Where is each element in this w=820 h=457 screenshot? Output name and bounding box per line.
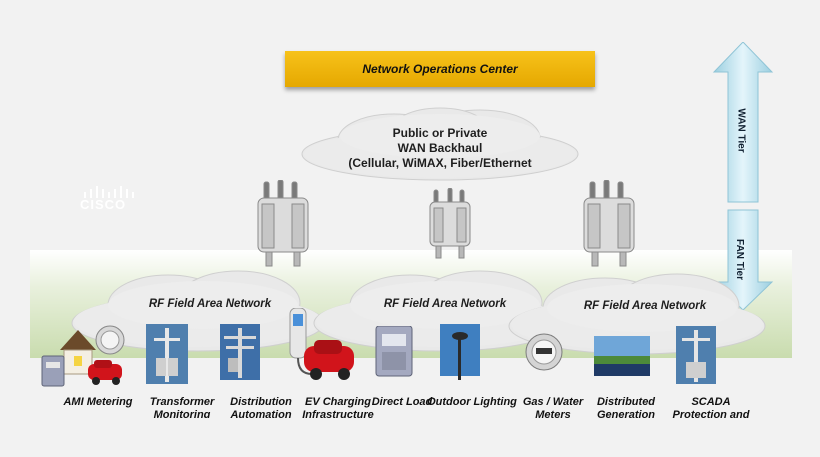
noc-label: Network Operations Center — [362, 62, 518, 76]
ami-metering-icon — [41, 325, 125, 387]
cisco-logo-text: CISCO — [80, 197, 127, 212]
wan-cloud-text: Public or Private WAN Backhaul (Cellular… — [330, 126, 550, 171]
device-label-direct-load: Direct Load — [371, 396, 433, 408]
direct-load-icon — [375, 326, 413, 377]
tier-double-arrow-icon — [712, 42, 774, 311]
ev-charging-icon — [289, 308, 354, 380]
scada-protection-icon — [676, 326, 716, 384]
fan-cloud-label-2: RF Field Area Network — [383, 298, 507, 310]
transformer-monitoring-icon — [146, 324, 188, 384]
router-icon — [583, 180, 635, 267]
router-icon — [429, 188, 471, 259]
wan-cloud-line-1: Public or Private — [392, 126, 488, 140]
fan-cloud-label-1: RF Field Area Network — [148, 298, 272, 310]
fan-cloud-label-3: RF Field Area Network — [583, 300, 707, 312]
device-label-distributed-generation: Distributed Generation — [596, 396, 656, 418]
device-label-gas-water-meters: Gas / Water Meters — [522, 396, 584, 418]
device-label-ev-charging: EV Charging Infrastructure — [302, 396, 374, 418]
wan-cloud-line-2: WAN Backhaul — [397, 141, 483, 155]
device-label-distribution-automation: Distribution Automation — [230, 396, 292, 418]
rf-field-area-network-cloud — [313, 270, 567, 352]
cisco-logo-bars — [84, 186, 134, 198]
wan-tier-label: WAN Tier — [735, 108, 747, 153]
device-label-scada-protection: SCADA Protection and — [672, 396, 750, 418]
distributed-generation-icon — [594, 336, 650, 376]
outdoor-lighting-icon — [440, 324, 480, 380]
wan-backhaul-cloud — [301, 107, 579, 181]
gas-water-meter-icon — [525, 333, 563, 371]
router-icon — [257, 180, 309, 267]
distribution-automation-icon — [220, 324, 260, 380]
network-operations-center-bar: Network Operations Center — [285, 51, 595, 87]
device-label-transformer-monitoring: Transformer Monitoring — [149, 396, 215, 418]
rf-field-area-network-cloud — [508, 273, 766, 355]
device-label-outdoor-lighting: Outdoor Lighting — [427, 396, 517, 408]
device-label-ami-metering: AMI Metering — [63, 396, 133, 408]
rf-field-area-network-cloud — [71, 270, 325, 352]
wan-cloud-line-3: (Cellular, WiMAX, Fiber/Ethernet — [348, 156, 532, 170]
